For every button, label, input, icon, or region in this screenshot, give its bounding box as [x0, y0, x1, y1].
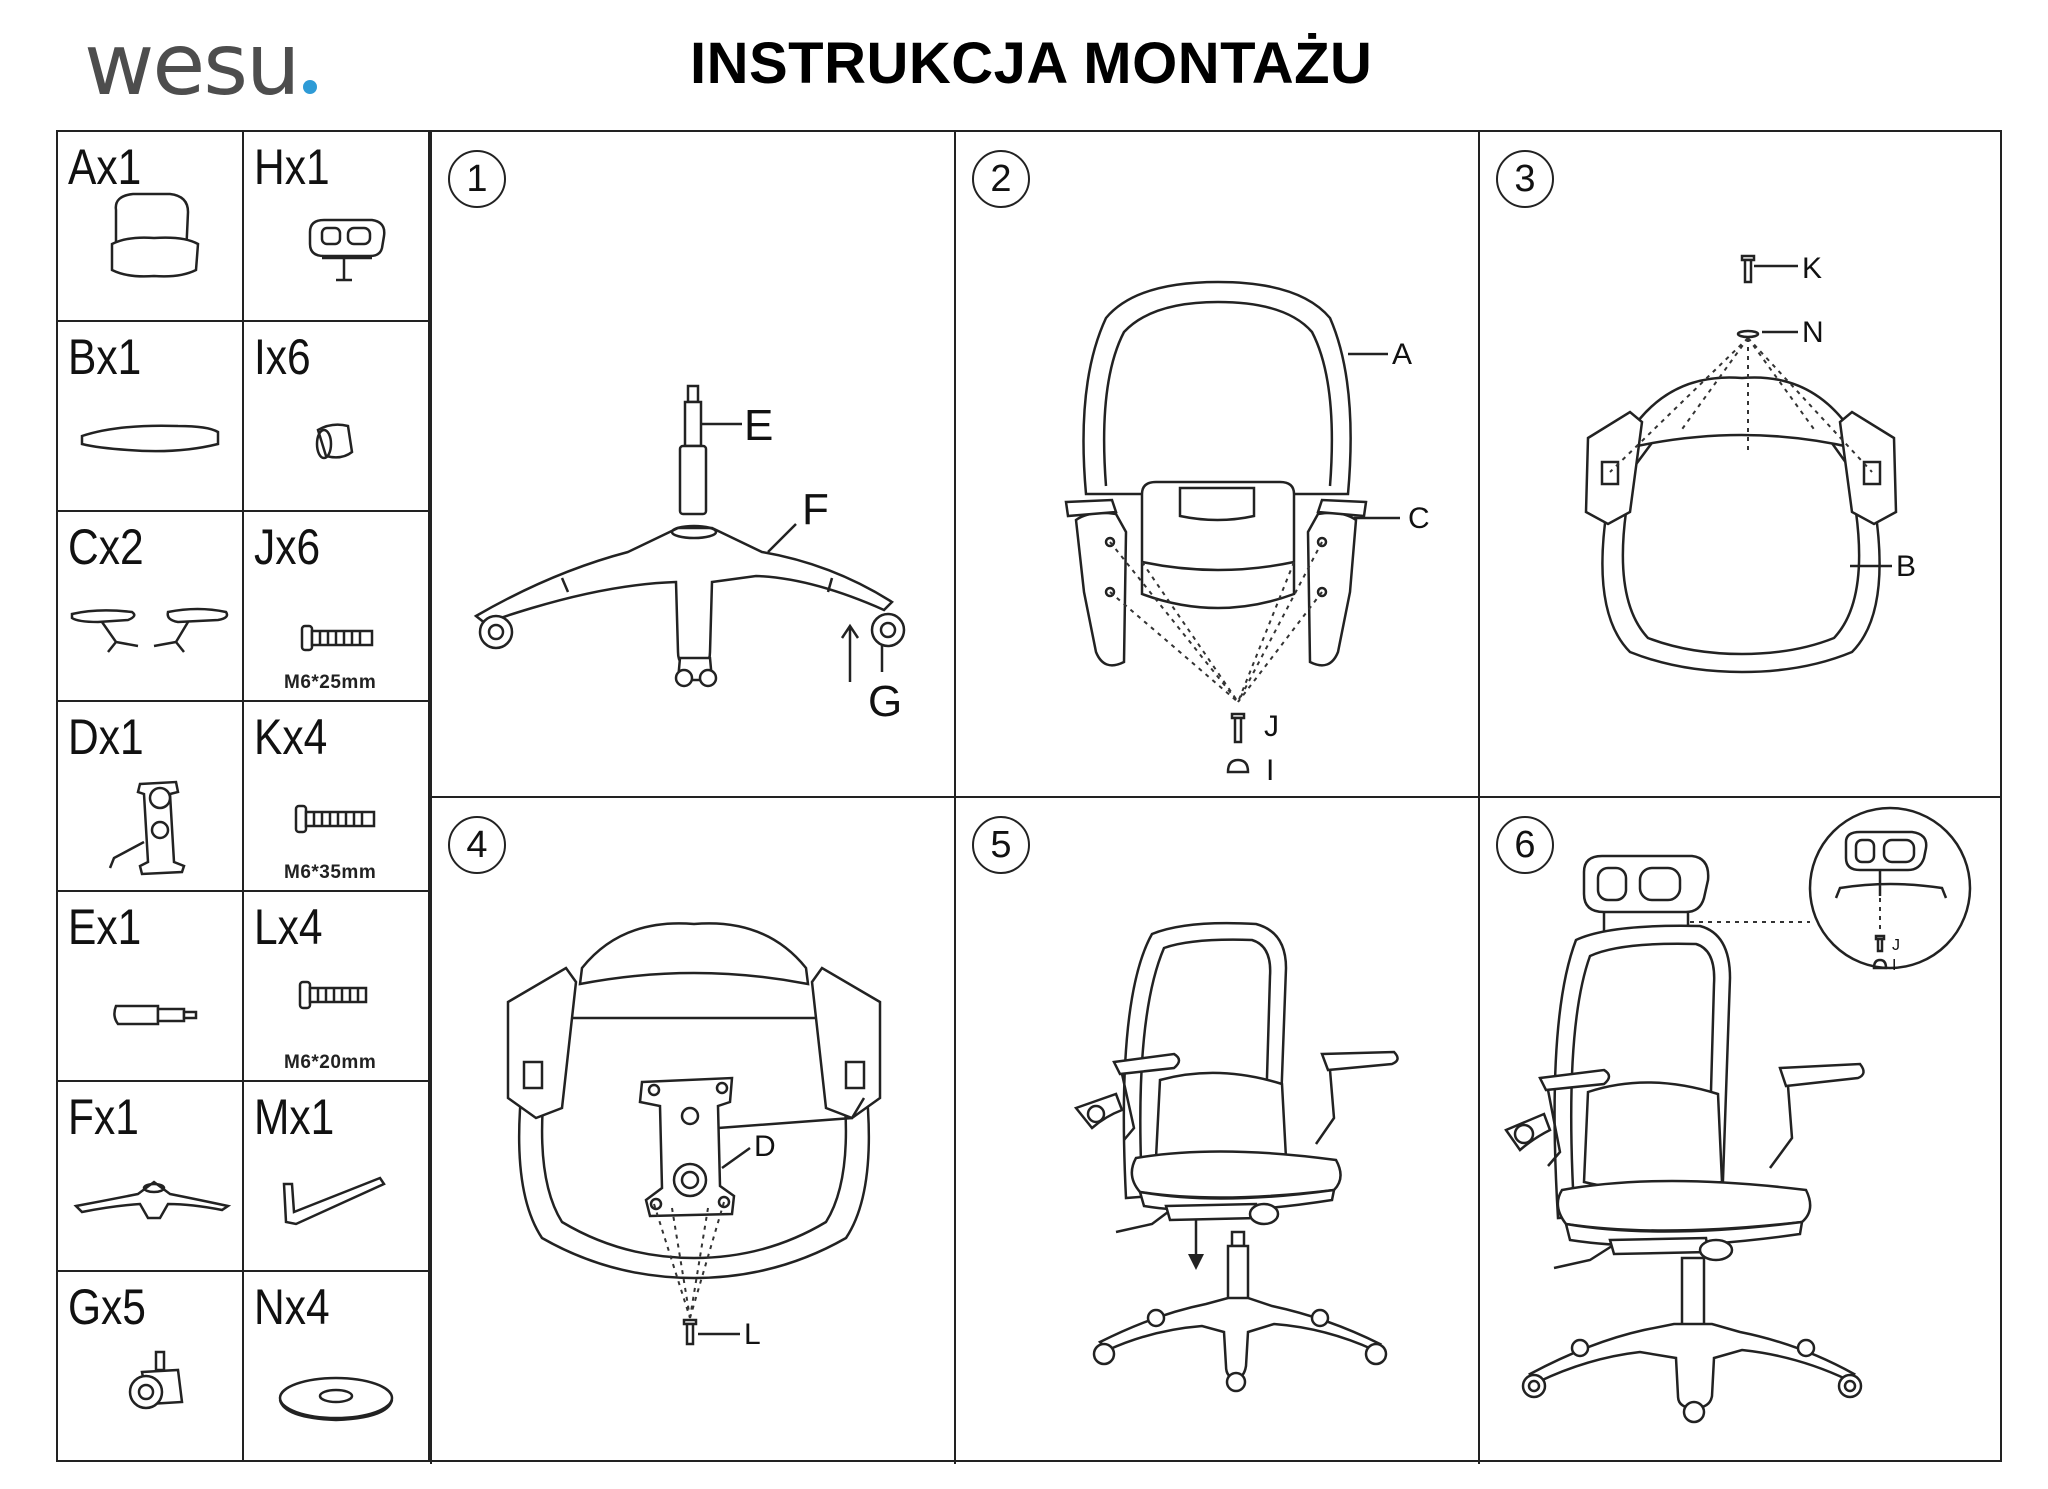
step-number: 2 — [972, 150, 1030, 208]
callout-a: A — [1392, 338, 1412, 371]
brand-logo: wesu — [84, 22, 317, 108]
screw-icon — [300, 624, 374, 652]
washer-icon — [278, 1376, 394, 1422]
part-label: Lx4 — [254, 899, 323, 955]
backrest-icon — [110, 192, 200, 278]
part-g: Gx5 — [58, 1272, 244, 1462]
callout-n: N — [1802, 316, 1824, 349]
step-number: 6 — [1496, 816, 1554, 874]
assembly-steps: 1 E F G 2 — [430, 130, 2002, 1464]
callout-j: J — [1264, 710, 1279, 743]
screw-spec: M6*25mm — [284, 672, 377, 693]
callout-d: D — [754, 1130, 776, 1163]
callout-k: K — [1802, 252, 1822, 285]
part-label: Jx6 — [254, 519, 321, 575]
part-label: Kx4 — [254, 709, 328, 765]
part-m: Mx1 — [244, 1082, 430, 1272]
mechanism-icon — [108, 780, 186, 876]
step-6: 6 J I — [1478, 798, 2002, 1464]
gas-lift-icon — [113, 1004, 198, 1026]
step-5: 5 — [954, 798, 1478, 1464]
step-number: 3 — [1496, 150, 1554, 208]
part-l: Lx4 M6*20mm — [244, 892, 430, 1082]
part-j: Jx6 M6*25mm — [244, 512, 430, 702]
callout-j: J — [1892, 937, 1900, 954]
part-label: Ex1 — [68, 899, 142, 955]
part-i: Ix6 — [244, 322, 430, 512]
allen-key-icon — [282, 1176, 386, 1226]
step-2-illustration: J I A C — [1064, 280, 1430, 787]
part-label: Bx1 — [68, 329, 142, 385]
step-3-illustration: K N B — [1584, 252, 1916, 674]
armrest-icon — [70, 607, 229, 653]
part-b: Bx1 — [58, 322, 244, 512]
part-k: Kx4 M6*35mm — [244, 702, 430, 892]
part-label: Nx4 — [254, 1279, 330, 1335]
part-label: Hx1 — [254, 139, 330, 195]
part-c: Cx2 — [58, 512, 244, 702]
callout-b: B — [1896, 550, 1916, 583]
cap-icon — [315, 423, 354, 460]
callout-i: I — [1266, 754, 1274, 787]
callout-e: E — [744, 401, 773, 450]
callout-l: L — [744, 1318, 761, 1351]
step-number: 5 — [972, 816, 1030, 874]
part-n: Nx4 — [244, 1272, 430, 1462]
step-4: 4 L D — [430, 798, 954, 1464]
part-e: Ex1 — [58, 892, 244, 1082]
step-number: 1 — [448, 150, 506, 208]
part-label: Dx1 — [68, 709, 144, 765]
brand-dot — [302, 80, 317, 94]
screw-spec: M6*20mm — [284, 1052, 377, 1073]
brand-name: wesu — [84, 15, 301, 115]
part-a: Ax1 — [58, 132, 244, 322]
callout-f: F — [802, 485, 829, 534]
part-label: Cx2 — [68, 519, 144, 575]
part-d: Dx1 — [58, 702, 244, 892]
part-label: Ax1 — [68, 139, 142, 195]
step-3: 3 K N B — [1478, 132, 2002, 798]
step-1-illustration: E F G — [473, 384, 906, 726]
star-base-icon — [73, 1180, 232, 1220]
part-label: Fx1 — [68, 1089, 139, 1145]
screw-spec: M6*35mm — [284, 862, 377, 883]
part-label: Mx1 — [254, 1089, 335, 1145]
part-label: Gx5 — [68, 1279, 146, 1335]
parts-list: Ax1 Hx1 Bx1 Ix6 Cx2 — [56, 130, 430, 1462]
headrest-icon — [308, 218, 386, 282]
part-label: Ix6 — [254, 329, 311, 385]
step-6-illustration: J I — [1504, 806, 1972, 1424]
step-1: 1 E F G — [430, 132, 954, 798]
step-5-illustration — [1073, 921, 1399, 1393]
callout-g: G — [868, 677, 902, 726]
screw-icon — [294, 804, 376, 834]
step-4-illustration: L D — [506, 922, 882, 1351]
callout-c: C — [1408, 502, 1430, 535]
seat-cushion-icon — [80, 424, 220, 453]
page-title: INSTRUKCJA MONTAŻU — [690, 31, 1373, 96]
step-number: 4 — [448, 816, 506, 874]
step-2: 2 J I A — [954, 132, 1478, 798]
screw-icon — [298, 980, 368, 1010]
part-f: Fx1 — [58, 1082, 244, 1272]
callout-i: I — [1892, 957, 1896, 974]
part-h: Hx1 — [244, 132, 430, 322]
caster-icon — [128, 1350, 184, 1410]
